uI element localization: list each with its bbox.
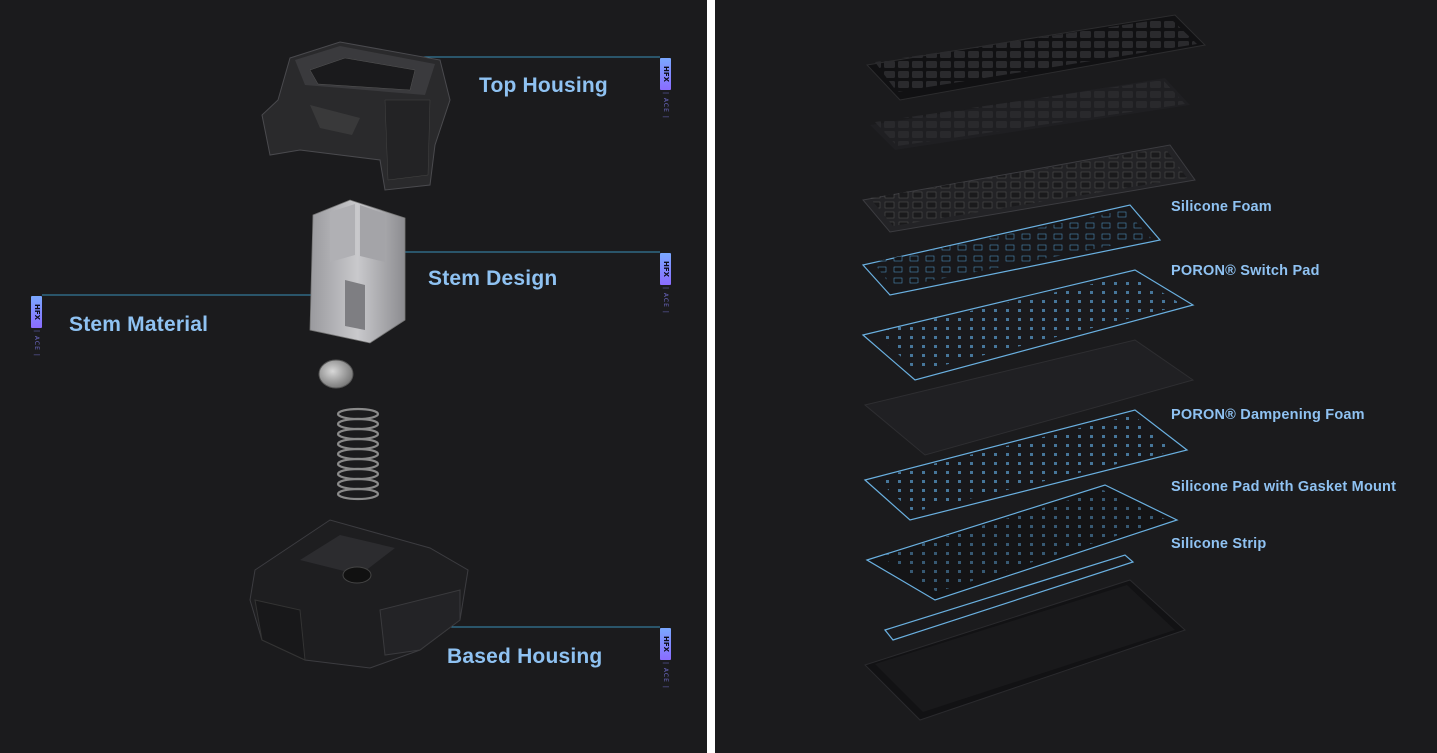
stem-material-label: Stem Material [69,313,209,336]
hfx-badge-icon: HFX [660,253,671,285]
silicone-pad-gasket-layer [865,484,1179,601]
based-housing-part [249,519,469,669]
silicone-pad-gasket-label: Silicone Pad with Gasket Mount [1171,479,1397,495]
poron-switch-pad-label: PORON® Switch Pad [1171,263,1320,279]
ace-badge-text: | ACE | [662,92,669,119]
poron-dampening-foam-layer [863,409,1189,521]
hfx-badge-icon: HFX [31,296,42,328]
switch-exploded-view: Top Housing Stem Design Stem Material Ba… [0,0,707,753]
silicone-strip-label: Silicone Strip [1171,536,1267,552]
ace-badge-text: | ACE | [662,287,669,314]
keyboard-illustration [861,14,1207,721]
hfx-badge-icon: HFX [660,58,671,90]
silicone-foam-label: Silicone Foam [1171,199,1272,215]
plate-layer [862,144,1196,233]
hfx-badge-icon: HFX [660,628,671,660]
spring-part [336,407,380,501]
ace-badge-text: | ACE | [662,662,669,689]
top-housing-label: Top Housing [479,74,608,97]
poron-dampening-foam-label: PORON® Dampening Foam [1171,407,1365,423]
stem-design-label: Stem Design [428,267,558,290]
pcb-layer [863,339,1195,456]
keycaps-layer [865,14,1207,101]
switches-layer [870,78,1190,150]
silicone-strip-layer [883,554,1135,641]
ace-badge-text: | ACE | [33,330,40,357]
poron-switch-pad-layer [861,269,1195,381]
based-housing-label: Based Housing [447,645,603,668]
case-layer [864,579,1186,721]
keyboard-exploded-view: Silicone Foam PORON® Switch Pad PORON® D… [715,0,1437,753]
stem-part [309,199,406,344]
silicone-foam-layer [861,204,1162,296]
magnet-part [318,359,354,389]
top-housing-part [261,41,451,191]
switch-illustration [42,41,660,669]
